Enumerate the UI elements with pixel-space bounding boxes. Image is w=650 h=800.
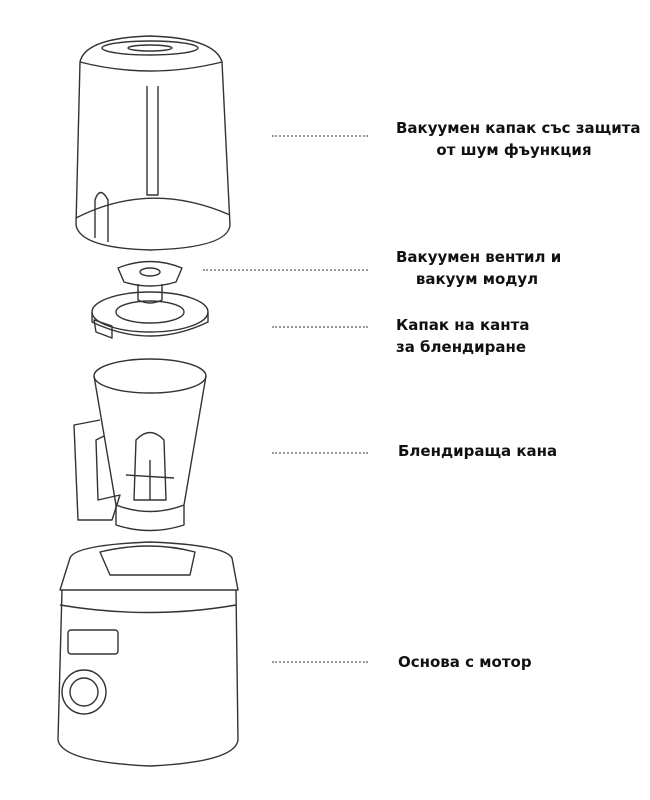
label-vacuum-valve: Вакуумен вентил и вакуум модул [396,246,562,290]
vacuum-valve-drawing [117,260,183,304]
leader-line-jug [272,452,368,454]
leader-line-jug-lid [272,326,368,328]
label-line: Вакуумен капак със защита [396,119,641,137]
label-blender-jug: Блендираща кана [398,440,557,462]
motor-base-drawing [57,541,239,767]
label-jug-lid: Капак на канта за блендиране [396,314,530,358]
blender-jug-drawing [73,358,207,532]
label-line: за блендиране [396,338,527,356]
leader-line-motor-base [272,661,368,663]
label-line: Основа с мотор [398,653,532,671]
jug-lid-drawing [91,291,209,339]
leader-line-noise-cover [272,135,368,137]
label-line: Капак на канта [396,316,530,334]
label-line: вакуум модул [415,270,539,288]
label-noise-cover: Вакуумен капак със защита от шум фъункци… [396,117,641,161]
label-line: Вакуумен вентил и [396,248,562,266]
label-line: от шум фъункция [436,141,592,159]
noise-cover-drawing [75,35,231,251]
leader-line-vacuum-valve [203,269,368,271]
label-line: Блендираща кана [398,442,558,460]
label-motor-base: Основа с мотор [398,651,532,673]
